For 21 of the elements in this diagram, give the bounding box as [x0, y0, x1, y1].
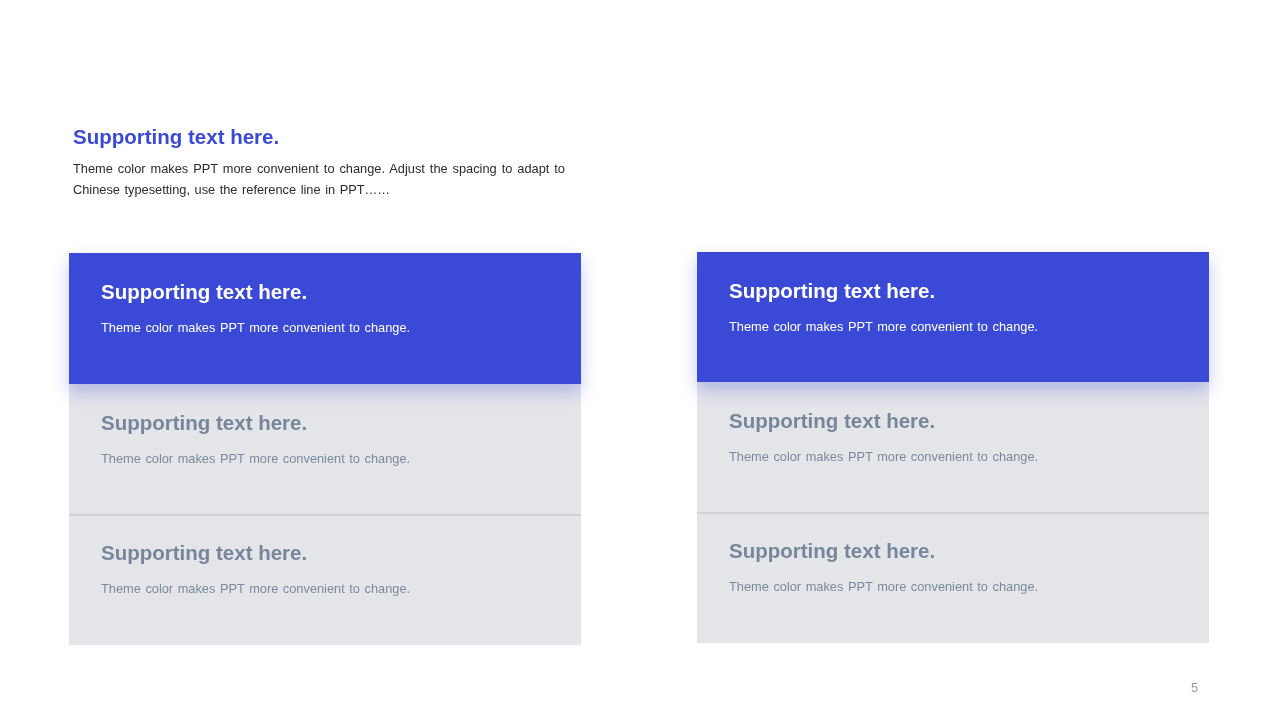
card-text: Theme color makes PPT more convenient to change. [729, 578, 1039, 596]
info-card [697, 512, 1209, 643]
highlight-card [69, 253, 581, 384]
card-heading: Supporting text here. [729, 408, 936, 434]
card-heading: Supporting text here. [101, 410, 308, 436]
card-heading: Supporting text here. [101, 540, 308, 566]
card-heading: Supporting text here. [729, 278, 936, 304]
info-card [69, 514, 581, 645]
info-card [697, 382, 1209, 513]
card-heading: Supporting text here. [729, 538, 936, 564]
slide-title: Supporting text here. [73, 124, 280, 150]
card-text: Theme color makes PPT more convenient to change. [729, 448, 1039, 466]
card-heading: Supporting text here. [101, 279, 308, 305]
card-text: Theme color makes PPT more convenient to change. [729, 318, 1039, 336]
card-text: Theme color makes PPT more convenient to change. [101, 450, 411, 468]
page-number: 5 [1191, 680, 1199, 696]
body-text: Theme color makes PPT more convenient to change. Adjust the spacing to adapt to Chinese typesetting, use the reference line in PPT…… [73, 160, 565, 199]
info-card [69, 384, 581, 515]
card-text: Theme color makes PPT more convenient to change. [101, 580, 411, 598]
card-text: Theme color makes PPT more convenient to change. [101, 319, 411, 337]
highlight-card [697, 252, 1209, 382]
